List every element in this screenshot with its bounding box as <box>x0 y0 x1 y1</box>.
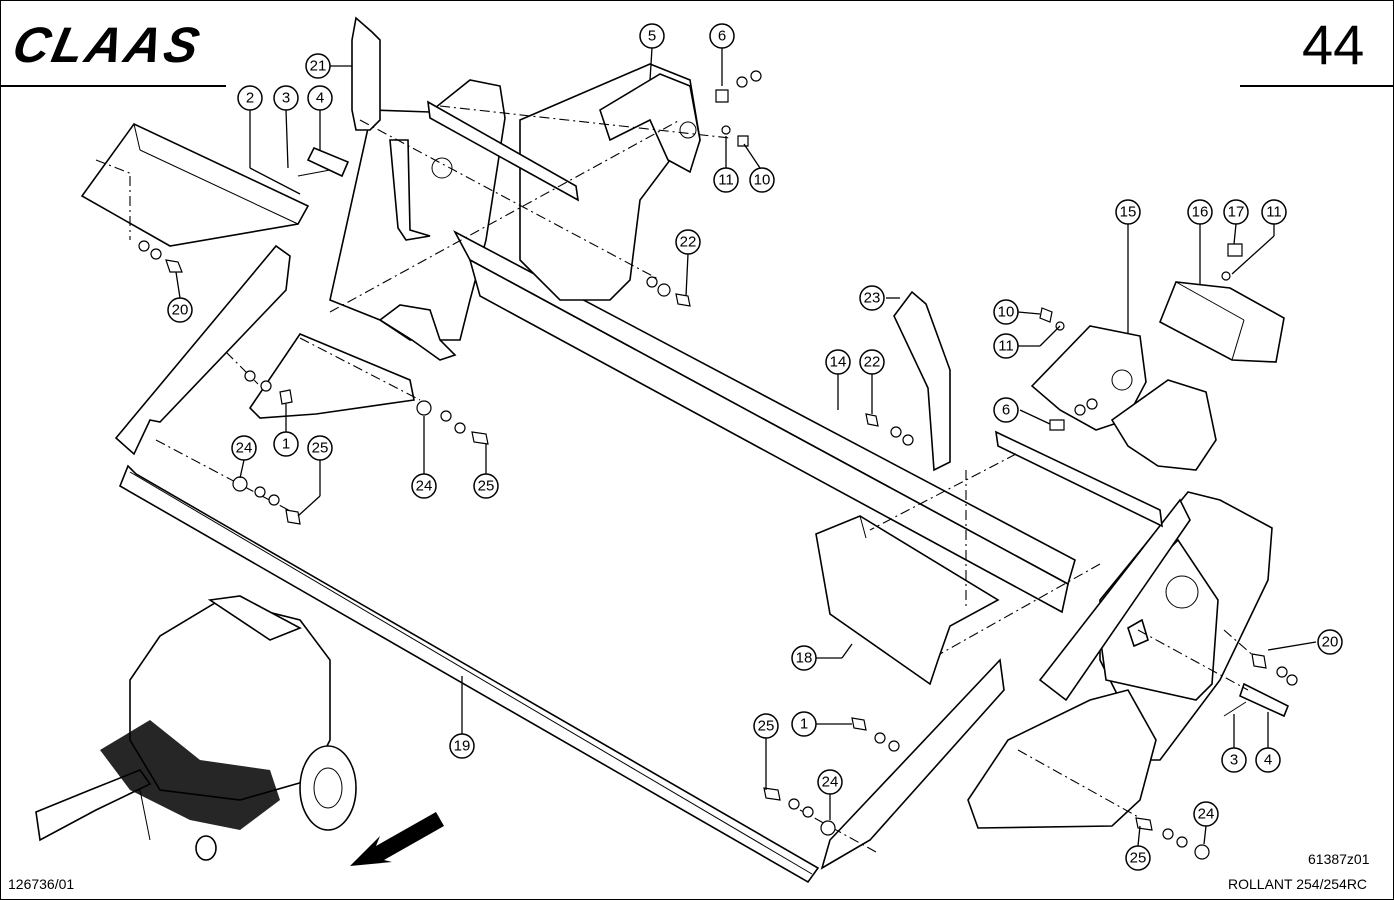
svg-text:24: 24 <box>1198 806 1215 823</box>
upright-bracket-21 <box>351 16 431 241</box>
svg-text:25: 25 <box>758 718 775 735</box>
callout-5: 5 <box>639 23 665 49</box>
svg-text:14: 14 <box>830 354 847 371</box>
svg-text:4: 4 <box>1264 752 1272 769</box>
svg-text:11: 11 <box>998 338 1014 355</box>
svg-text:6: 6 <box>718 28 726 45</box>
callout-4-right: 4 <box>1255 747 1281 773</box>
svg-text:18: 18 <box>796 650 813 667</box>
right-side-frame <box>820 491 1273 870</box>
svg-text:1: 1 <box>800 716 808 733</box>
callout-25-left: 25 <box>307 435 333 461</box>
callout-6-top: 6 <box>709 23 735 49</box>
callout-17: 17 <box>1223 199 1249 225</box>
alignment-lines <box>95 105 1257 853</box>
callout-25-bottom-left: 25 <box>753 713 779 739</box>
cross-beam-part <box>453 230 1076 614</box>
callout-24-left: 24 <box>231 435 257 461</box>
bracket-23 <box>893 290 951 472</box>
callout-15: 15 <box>1115 199 1141 225</box>
svg-text:11: 11 <box>1266 204 1282 221</box>
svg-text:17: 17 <box>1228 204 1245 221</box>
svg-text:25: 25 <box>1130 850 1147 867</box>
drawing-code: 61387z01 <box>1308 851 1370 867</box>
callout-25-middle: 25 <box>473 473 499 499</box>
callout-4-left: 4 <box>307 85 333 111</box>
split-pin-3-left <box>297 169 331 177</box>
callout-11-top: 11 <box>713 167 739 193</box>
svg-text:25: 25 <box>312 440 329 457</box>
fasteners <box>138 70 1298 860</box>
document-number: 126736/01 <box>8 876 75 892</box>
svg-text:5: 5 <box>648 28 656 45</box>
right-top-cover <box>1158 281 1285 363</box>
page-number: 44 <box>1302 13 1365 76</box>
svg-text:23: 23 <box>864 290 881 307</box>
callout-20-right: 20 <box>1317 629 1343 655</box>
svg-text:15: 15 <box>1120 204 1137 221</box>
callout-6-right: 6 <box>993 397 1019 423</box>
split-pin-3-right <box>1223 701 1247 717</box>
callout-22-top: 22 <box>675 229 701 255</box>
callout-21: 21 <box>305 53 331 79</box>
callout-19: 19 <box>449 733 475 759</box>
callout-10-right: 10 <box>993 299 1019 325</box>
svg-text:10: 10 <box>998 304 1015 321</box>
svg-text:24: 24 <box>416 478 433 495</box>
callout-16: 16 <box>1187 199 1213 225</box>
svg-text:3: 3 <box>282 90 290 107</box>
svg-text:20: 20 <box>172 302 189 319</box>
travel-direction-arrow <box>350 812 444 866</box>
svg-text:24: 24 <box>236 440 253 457</box>
left-cover-part <box>80 122 310 247</box>
svg-text:21: 21 <box>310 58 327 75</box>
callout-1-left: 1 <box>273 431 299 457</box>
svg-text:22: 22 <box>864 354 881 371</box>
callout-2: 2 <box>237 85 263 111</box>
upper-flat-bar <box>427 100 580 202</box>
leader-lines <box>175 47 1317 847</box>
callout-24-bottom: 24 <box>817 769 843 795</box>
svg-text:1: 1 <box>282 436 290 453</box>
callout-11-far-right: 11 <box>1261 199 1287 225</box>
svg-text:24: 24 <box>822 774 839 791</box>
baler-overview-thumbnail <box>35 595 357 861</box>
pin-4-right <box>1239 682 1290 718</box>
callout-3-left: 3 <box>273 85 299 111</box>
callout-10-top: 10 <box>749 167 775 193</box>
callout-23: 23 <box>859 285 885 311</box>
model-name: ROLLANT 254/254RC <box>1228 876 1368 892</box>
callout-24-bottom-right: 24 <box>1193 801 1219 827</box>
svg-text:11: 11 <box>718 172 734 189</box>
callout-22-right: 22 <box>859 349 885 375</box>
callout-25-bottom-right: 25 <box>1125 845 1151 871</box>
callout-18: 18 <box>791 645 817 671</box>
brand-logo: CLAAS <box>8 17 208 73</box>
callout-14: 14 <box>825 349 851 375</box>
callout-20-left: 20 <box>167 297 193 323</box>
right-lower-cover <box>815 515 1000 686</box>
upper-hook-bracket <box>519 63 701 301</box>
pin-4-left <box>306 146 350 178</box>
svg-text:2: 2 <box>246 90 254 107</box>
svg-text:19: 19 <box>454 738 471 755</box>
svg-text:10: 10 <box>754 172 771 189</box>
right-flat-bar <box>994 430 1163 528</box>
callout-1-right: 1 <box>791 711 817 737</box>
svg-text:6: 6 <box>1002 402 1010 419</box>
callout-11-right: 11 <box>993 333 1019 359</box>
callout-3-right: 3 <box>1221 747 1247 773</box>
svg-text:3: 3 <box>1230 752 1238 769</box>
svg-text:4: 4 <box>316 90 324 107</box>
left-side-frame <box>114 79 506 456</box>
svg-text:20: 20 <box>1322 634 1339 651</box>
lower-tube-part <box>118 464 820 884</box>
callout-24-middle: 24 <box>411 473 437 499</box>
svg-text:16: 16 <box>1192 204 1209 221</box>
svg-text:22: 22 <box>680 234 697 251</box>
right-hook-plates <box>1030 325 1217 471</box>
svg-text:25: 25 <box>478 478 495 495</box>
